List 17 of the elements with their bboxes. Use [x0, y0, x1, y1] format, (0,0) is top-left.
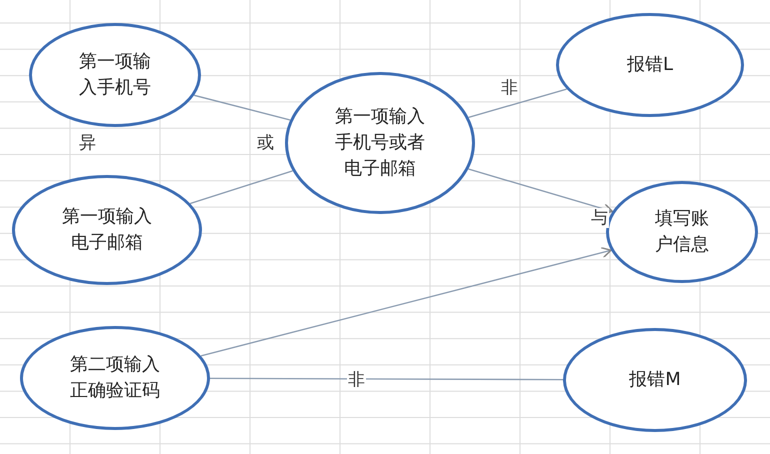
annotation-text: 异	[78, 133, 97, 153]
arrow	[200, 246, 612, 356]
node-label: 报错M	[628, 368, 682, 392]
node-label: 第二项输入正确验证码	[68, 353, 161, 403]
edge-label: 非	[500, 78, 519, 98]
annotation-text: 与	[590, 208, 609, 228]
edge-label: 非	[347, 370, 366, 390]
connector-line	[210, 378, 563, 380]
connector-line	[194, 94, 290, 121]
connector-line	[190, 170, 293, 204]
node-label: 第一项输入手机号或者电子邮箱	[334, 105, 426, 181]
node-label: 填写账户信息	[654, 207, 710, 257]
annotation-text: 或	[256, 133, 275, 153]
node-label: 报错L	[626, 53, 674, 77]
connector-line	[468, 88, 567, 118]
node-label: 第一项输入电子邮箱	[60, 205, 153, 255]
node-label: 第一项输入手机号	[78, 50, 152, 100]
